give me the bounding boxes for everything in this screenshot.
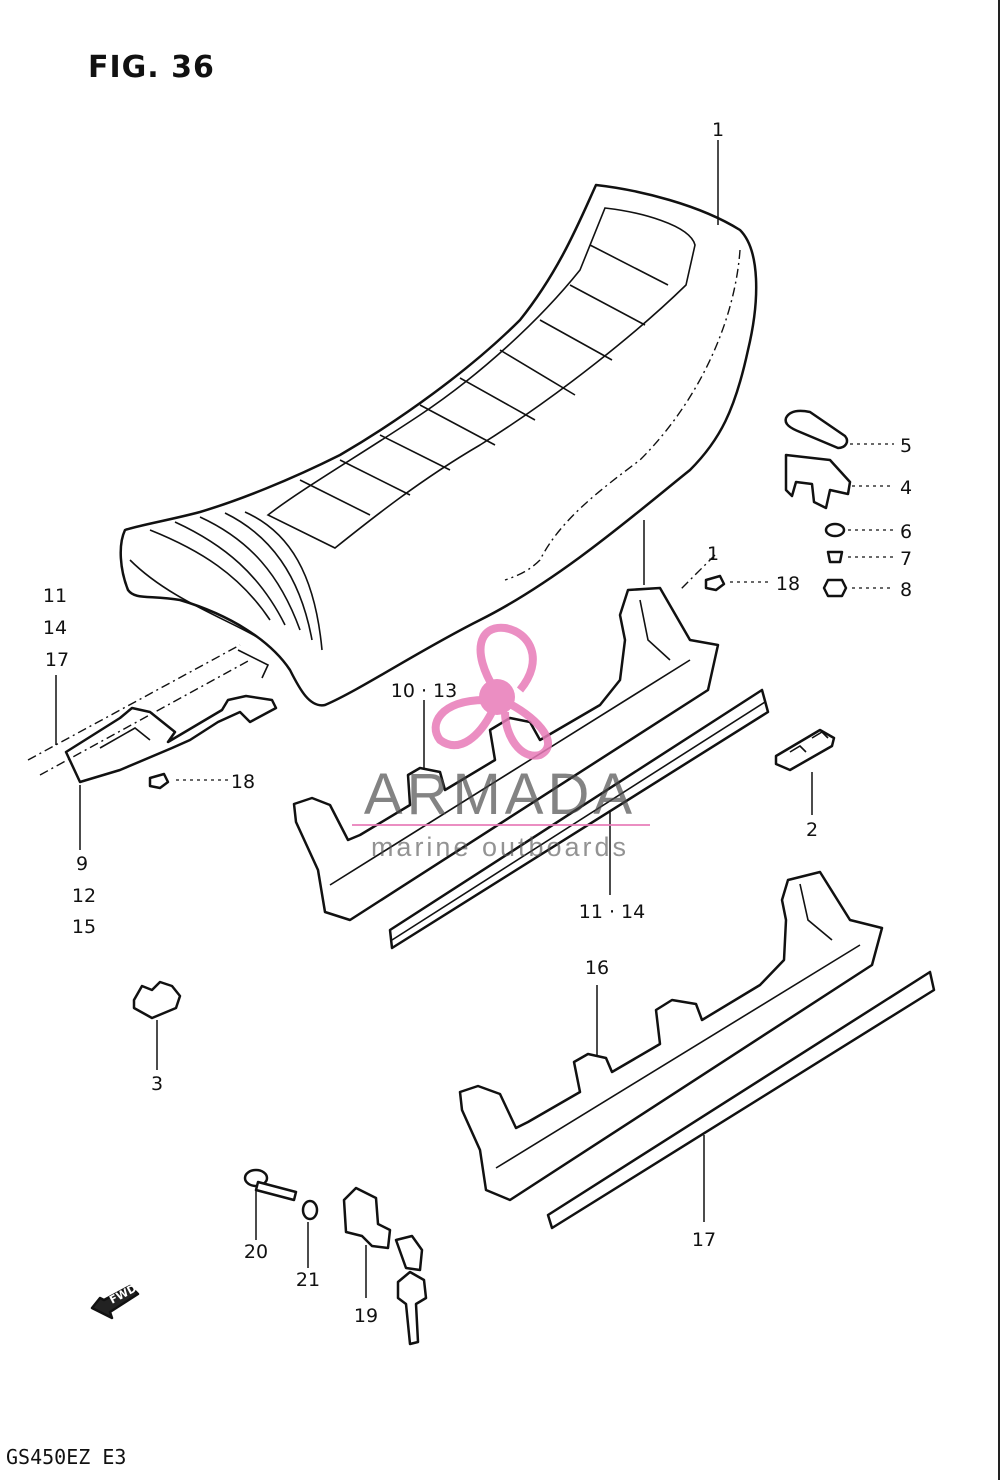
trim-strip-11-14 (388, 688, 770, 950)
callout-21: 21 (296, 1269, 320, 1291)
fwd-arrow-icon: FWD (90, 1282, 140, 1320)
nut-18-left (148, 772, 170, 790)
callout-17: 17 (692, 1229, 716, 1251)
lock-washer-7 (826, 550, 844, 564)
callout-4: 4 (900, 477, 912, 499)
callout-2: 2 (806, 819, 818, 841)
callout-15: 15 (72, 916, 96, 938)
callout-8: 8 (900, 579, 912, 601)
callout-11-left: 11 (43, 585, 67, 607)
propeller-logo-icon (431, 623, 552, 760)
trim-strip-17 (546, 970, 936, 1230)
callout-9: 9 (76, 853, 88, 875)
seat-assembly (119, 183, 758, 707)
watermark: ARMADA marine outboards (352, 623, 650, 862)
callout-16: 16 (585, 957, 609, 979)
bolt-20 (243, 1168, 298, 1202)
rear-bracket-9-12-15 (64, 649, 278, 784)
seat-trim-upper-10-13 (292, 586, 720, 922)
seat-trim-lower-16 (458, 870, 884, 1202)
bracket-plate-5 (784, 409, 849, 450)
callout-18-left: 18 (231, 771, 255, 793)
seat-hook-4 (784, 453, 852, 510)
callout-18-right: 18 (776, 573, 800, 595)
nut-8 (822, 578, 848, 598)
watermark-tagline: marine outboards (371, 832, 629, 862)
callout-19: 19 (354, 1305, 378, 1327)
washer-6 (824, 522, 846, 538)
figure-title: FIG. 36 (88, 50, 215, 85)
washer-21 (301, 1199, 319, 1221)
callout-6: 6 (900, 521, 912, 543)
seat-lock-19 (342, 1186, 428, 1346)
callout-1-small: 1 (707, 543, 719, 565)
callout-5: 5 (900, 435, 912, 457)
callout-7: 7 (900, 548, 912, 570)
callout-20: 20 (244, 1241, 268, 1263)
nut-18-right (704, 574, 726, 592)
watermark-brand: ARMADA (364, 762, 636, 827)
callout-12: 12 (72, 885, 96, 907)
callout-10-13: 10 · 13 (391, 680, 457, 702)
callout-11-14: 11 · 14 (579, 901, 645, 923)
callout-14-left: 14 (43, 617, 67, 639)
callout-3: 3 (151, 1073, 163, 1095)
clip-3 (132, 980, 182, 1020)
model-code: GS450EZ E3 (6, 1445, 126, 1469)
callout-1: 1 (712, 119, 724, 141)
callout-17-left: 17 (45, 649, 69, 671)
clip-2 (774, 728, 836, 772)
